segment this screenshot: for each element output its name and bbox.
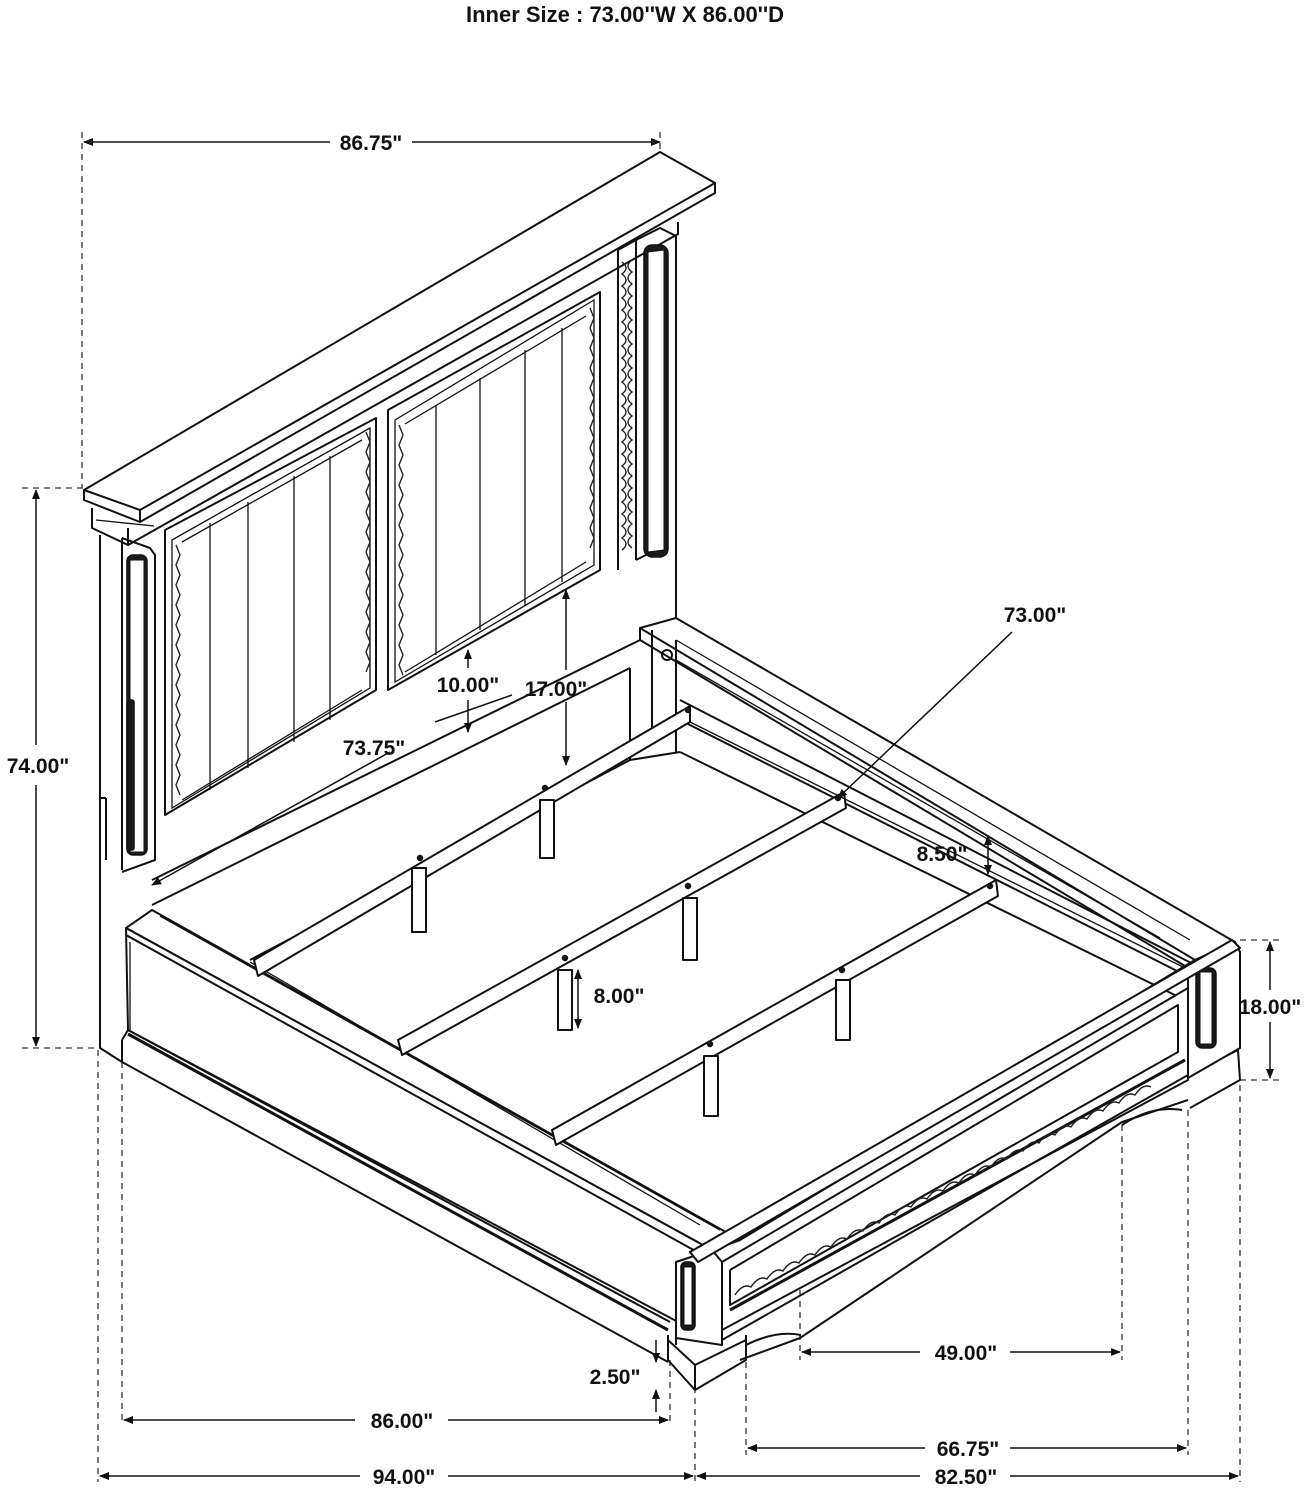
bed-frame xyxy=(121,617,1241,1391)
slats xyxy=(253,705,1186,1146)
dim-inner-width: 73.00" xyxy=(1004,604,1067,627)
inner-size-title: Inner Size : 73.00''W X 86.00''D xyxy=(466,2,784,27)
dim-rail-to-headboard: 17.00" xyxy=(525,678,588,701)
dim-overall-length: 94.00" xyxy=(373,1466,436,1489)
right-carving-column xyxy=(620,259,634,551)
dim-headboard-width: 86.75" xyxy=(340,132,403,155)
extension-lines xyxy=(22,132,1282,1482)
dim-leg-height: 8.00" xyxy=(594,985,645,1008)
headboard xyxy=(83,151,716,1063)
dimension-lines xyxy=(32,138,1274,1480)
dim-floor-clearance: 2.50" xyxy=(590,1366,641,1389)
dimension-labels: 86.75" 74.00" 73.00" 10.00" 17.00" 73.75… xyxy=(7,132,1302,1489)
dim-rail-height: 8.50" xyxy=(917,843,968,866)
dim-headboard-inner-width: 73.75" xyxy=(343,737,406,760)
dim-footboard-inner: 49.00" xyxy=(935,1342,998,1365)
dim-overall-height: 74.00" xyxy=(7,755,70,778)
dim-footboard-height: 18.00" xyxy=(1239,996,1302,1019)
dim-slat-gap: 10.00" xyxy=(437,674,500,697)
dim-width-inner: 66.75" xyxy=(937,1438,1000,1461)
dim-length-inner: 86.00" xyxy=(371,1410,434,1433)
center-legs xyxy=(411,799,851,1117)
dim-overall-width: 82.50" xyxy=(935,1466,998,1489)
